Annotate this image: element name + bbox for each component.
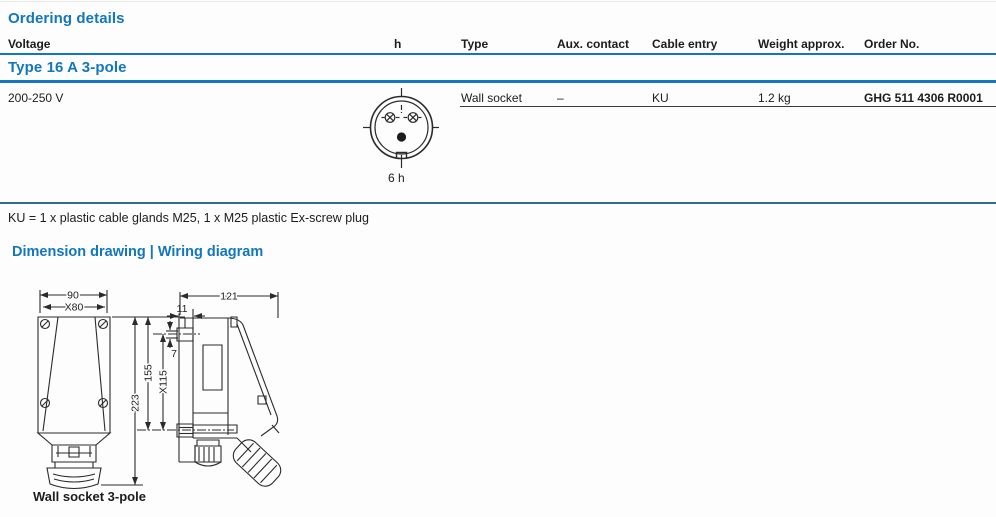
page-top-divider bbox=[0, 1, 996, 2]
mid-page-divider bbox=[0, 202, 996, 204]
col-aux-contact: Aux. contact bbox=[557, 37, 630, 51]
col-voltage: Voltage bbox=[8, 37, 51, 51]
svg-text:121: 121 bbox=[220, 291, 238, 303]
dimension-drawing-title: Dimension drawing | Wiring diagram bbox=[12, 244, 264, 260]
cell-weight: 1.2 kg bbox=[758, 91, 791, 105]
screw-icons bbox=[41, 320, 108, 408]
col-weight: Weight approx. bbox=[758, 37, 845, 51]
type-section-title: Type 16 A 3-pole bbox=[8, 59, 127, 76]
side-view: 121 bbox=[177, 289, 285, 491]
drawing-caption: Wall socket 3-pole bbox=[33, 489, 146, 504]
dimension-drawing: 90 X80 223 155 X115 7 bbox=[25, 288, 305, 510]
svg-text:155: 155 bbox=[143, 364, 155, 382]
earth-contact bbox=[396, 132, 407, 142]
contact-right bbox=[404, 113, 422, 123]
svg-text:223: 223 bbox=[130, 394, 142, 412]
col-h: h bbox=[394, 37, 402, 51]
cell-order-no: GHG 511 4306 R0001 bbox=[864, 91, 983, 105]
contact-left bbox=[382, 113, 400, 123]
cell-cable-entry: KU bbox=[652, 91, 669, 105]
cell-voltage: 200-250 V bbox=[8, 91, 64, 105]
svg-text:90: 90 bbox=[67, 290, 79, 302]
socket-face-6h-icon bbox=[356, 85, 446, 171]
section-divider bbox=[0, 80, 996, 83]
ordering-details-title: Ordering details bbox=[8, 10, 125, 27]
clock-position-label: 6 h bbox=[388, 171, 405, 185]
vertical-dimensions: 223 155 X115 7 11 bbox=[101, 302, 234, 485]
cell-type: Wall socket bbox=[461, 91, 522, 105]
svg-text:7: 7 bbox=[171, 348, 177, 360]
outlet-cap bbox=[229, 436, 285, 491]
front-dimensions: 90 X80 bbox=[40, 288, 107, 315]
front-view bbox=[38, 317, 110, 489]
col-cable-entry: Cable entry bbox=[652, 37, 718, 51]
ku-footnote: KU = 1 x plastic cable glands M25, 1 x M… bbox=[8, 211, 369, 225]
col-type: Type bbox=[461, 37, 489, 51]
row-divider bbox=[460, 106, 996, 107]
cell-aux-contact: – bbox=[557, 91, 564, 105]
header-divider bbox=[0, 53, 996, 55]
svg-text:X115: X115 bbox=[158, 370, 170, 394]
col-order-no: Order No. bbox=[864, 37, 920, 51]
svg-text:X80: X80 bbox=[65, 302, 84, 314]
svg-text:11: 11 bbox=[177, 303, 188, 315]
